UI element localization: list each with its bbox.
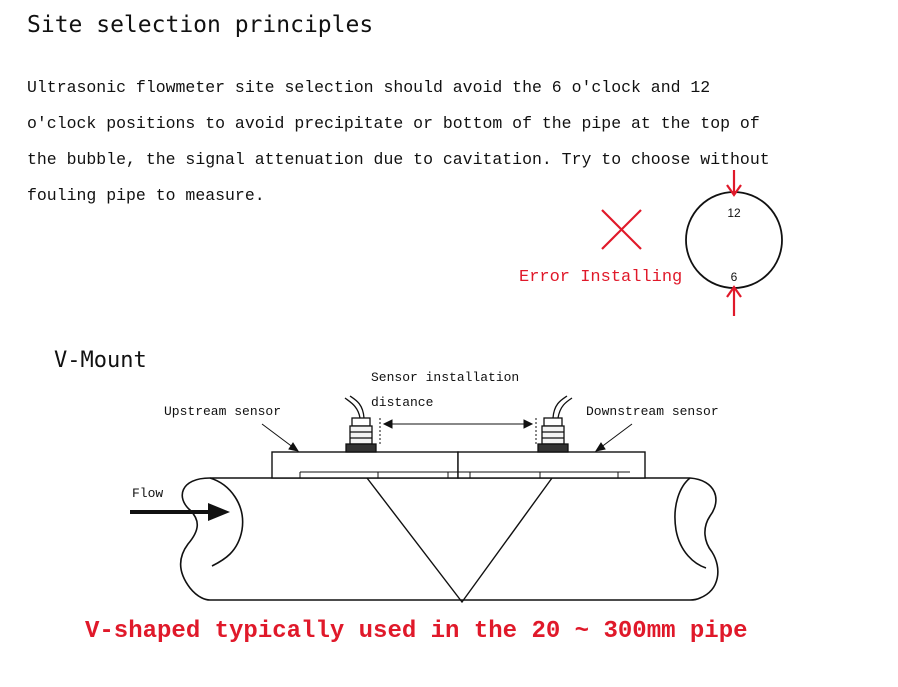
distance-arrow-icon <box>379 418 537 446</box>
downstream-sensor-label: Downstream sensor <box>586 404 719 419</box>
leader-lines <box>261 423 633 452</box>
error-installing-label: Error Installing <box>519 268 683 287</box>
downstream-sensor-icon <box>537 395 573 453</box>
description-line: fouling pipe to measure. <box>27 186 265 205</box>
upstream-sensor-icon <box>344 395 377 453</box>
description-line: the bubble, the signal attenuation due t… <box>27 150 770 169</box>
description-paragraph: Ultrasonic flowmeter site selection shou… <box>27 70 857 214</box>
clock-position-12: 12 <box>727 206 741 220</box>
distance-label-line1: Sensor installation <box>371 370 520 385</box>
rail-segments <box>299 472 619 478</box>
mounting-rail <box>271 451 646 479</box>
description-line: Ultrasonic flowmeter site selection shou… <box>27 78 711 97</box>
cross-mark-icon <box>601 209 642 250</box>
pipe-body <box>179 477 719 601</box>
clock-position-6: 6 <box>731 270 738 284</box>
distance-label-line2: distance <box>371 395 434 410</box>
flow-label: Flow <box>132 486 164 501</box>
flow-arrow-icon <box>130 503 230 521</box>
arrow-up-icon <box>726 285 742 316</box>
section-title: Site selection principles <box>27 12 374 38</box>
pipe-size-caption: V-shaped typically used in the 20 ~ 300m… <box>85 618 748 645</box>
vmount-title: V-Mount <box>54 348 147 373</box>
description-line: o'clock positions to avoid precipitate o… <box>27 114 760 133</box>
upstream-sensor-label: Upstream sensor <box>164 404 282 419</box>
arrow-down-icon <box>726 170 742 197</box>
v-signal-path <box>366 477 553 604</box>
